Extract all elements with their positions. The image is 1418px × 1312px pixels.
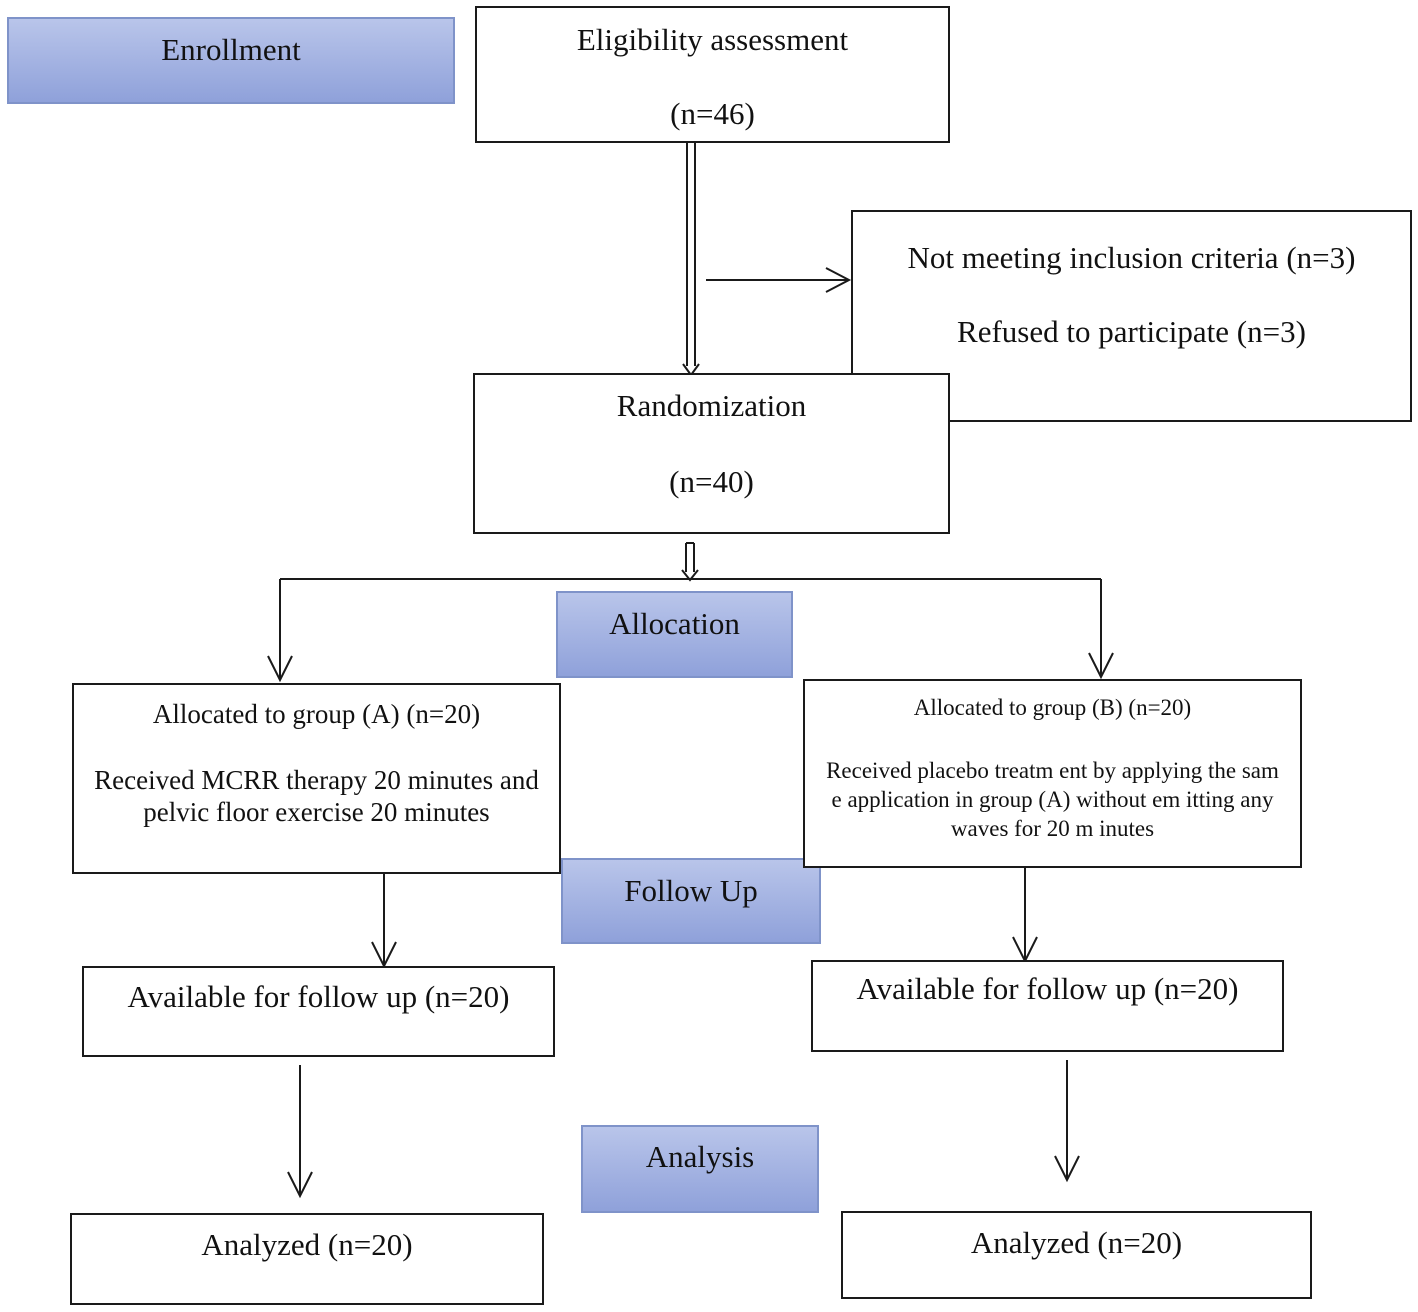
stage-enrollment-label: Enrollment (161, 32, 301, 67)
exclusion-not-meeting: Not meeting inclusion criteria (n=3) (907, 240, 1356, 275)
stage-analysis: Analysis (581, 1125, 819, 1213)
group-a-box: Allocated to group (A) (n=20) Received M… (72, 683, 561, 874)
analyzed-b-text: Analyzed (n=20) (970, 1225, 1183, 1260)
stage-follow-up-label: Follow Up (624, 873, 758, 908)
randomization-count: (n=40) (669, 463, 754, 499)
followup-b-analysis-arrow (1054, 1060, 1080, 1183)
analyzed-b-box: Analyzed (n=20) (841, 1211, 1312, 1299)
group-a-title: Allocated to group (A) (n=20) (152, 699, 481, 729)
eligibility-title: Eligibility assessment (576, 22, 849, 57)
randomization-title: Randomization (616, 388, 807, 423)
group-a-description: Received MCRR therapy 20 minutes and pel… (94, 765, 539, 828)
eligibility-box: Eligibility assessment (n=46) (475, 6, 950, 143)
eligibility-count: (n=46) (670, 95, 755, 131)
stage-allocation: Allocation (556, 591, 793, 678)
randomization-split-arrow (267, 542, 1114, 683)
analyzed-a-box: Analyzed (n=20) (70, 1213, 544, 1305)
stage-analysis-label: Analysis (645, 1139, 755, 1174)
exclusion-refused: Refused to participate (n=3) (957, 313, 1306, 349)
group-b-title: Allocated to group (B) (n=20) (913, 695, 1192, 720)
exclusion-arrow (706, 267, 852, 293)
followup-a-analysis-arrow (287, 1065, 313, 1199)
eligibility-to-randomization-arrow (682, 132, 700, 377)
group-b-followup-arrow (1012, 867, 1038, 964)
stage-allocation-label: Allocation (609, 606, 740, 641)
followup-b-text: Available for follow up (n=20) (856, 971, 1239, 1006)
followup-b-box: Available for follow up (n=20) (811, 960, 1284, 1052)
group-b-box: Allocated to group (B) (n=20) Received p… (803, 679, 1302, 868)
randomization-box: Randomization (n=40) (473, 373, 950, 534)
analyzed-a-text: Analyzed (n=20) (201, 1227, 413, 1262)
stage-enrollment: Enrollment (7, 17, 455, 104)
stage-follow-up: Follow Up (561, 858, 821, 944)
group-b-description: Received placebo treatm ent by applying … (826, 758, 1279, 841)
followup-a-text: Available for follow up (n=20) (127, 979, 510, 1014)
followup-a-box: Available for follow up (n=20) (82, 966, 555, 1057)
